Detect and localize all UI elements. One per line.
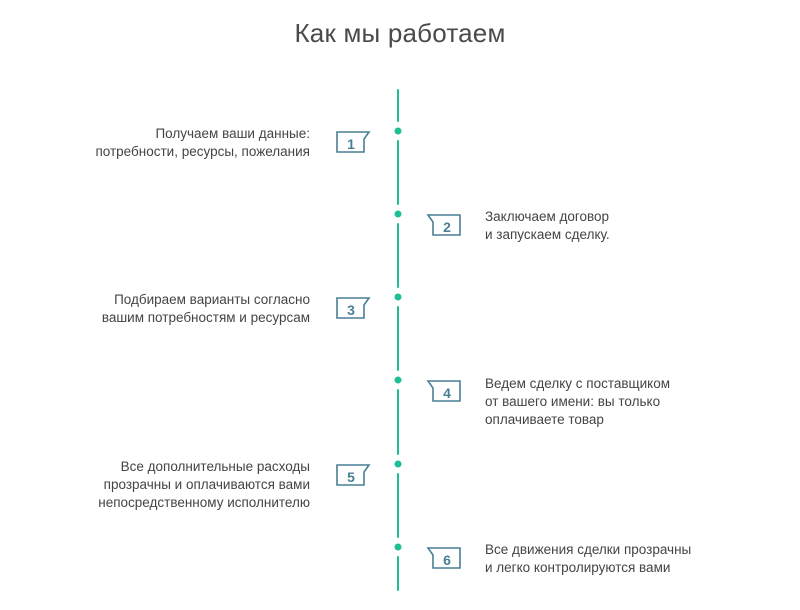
timeline-dot-4 bbox=[394, 376, 402, 384]
step-1-number: 1 bbox=[347, 136, 355, 152]
step-3-text: Подбираем варианты согласно вашим потреб… bbox=[101, 292, 310, 325]
step-2-text: Заключаем договор и запускаем сделку. bbox=[485, 209, 610, 242]
step-2-number: 2 bbox=[443, 219, 451, 235]
step-badges bbox=[336, 131, 461, 569]
timeline-dot-2 bbox=[394, 210, 402, 218]
timeline-dot-3 bbox=[394, 293, 402, 301]
step-2-badge bbox=[426, 214, 461, 236]
step-5-badge bbox=[336, 464, 371, 486]
step-1-badge bbox=[336, 131, 371, 153]
step-4-badge bbox=[426, 380, 461, 402]
step-4-number: 4 bbox=[443, 385, 451, 401]
step-5-number: 5 bbox=[347, 469, 355, 485]
timeline-dot-1 bbox=[394, 127, 402, 135]
step-6-number: 6 bbox=[443, 552, 451, 568]
page-title: Как мы работаем bbox=[294, 18, 506, 48]
step-3-number: 3 bbox=[347, 302, 355, 318]
step-4-text: Ведем сделку с поставщиком от вашего име… bbox=[485, 376, 671, 427]
step-5-text: Все дополнительные расходы прозрачны и о… bbox=[98, 459, 310, 510]
step-1-text: Получаем ваши данные: потребности, ресур… bbox=[95, 126, 310, 159]
timeline-dot-6 bbox=[394, 543, 402, 551]
step-6-badge bbox=[426, 547, 461, 569]
step-3-badge bbox=[336, 297, 371, 319]
timeline-dots bbox=[394, 127, 402, 551]
timeline-dot-5 bbox=[394, 460, 402, 468]
step-6-text: Все движения сделки прозрачны и легко ко… bbox=[485, 542, 692, 575]
